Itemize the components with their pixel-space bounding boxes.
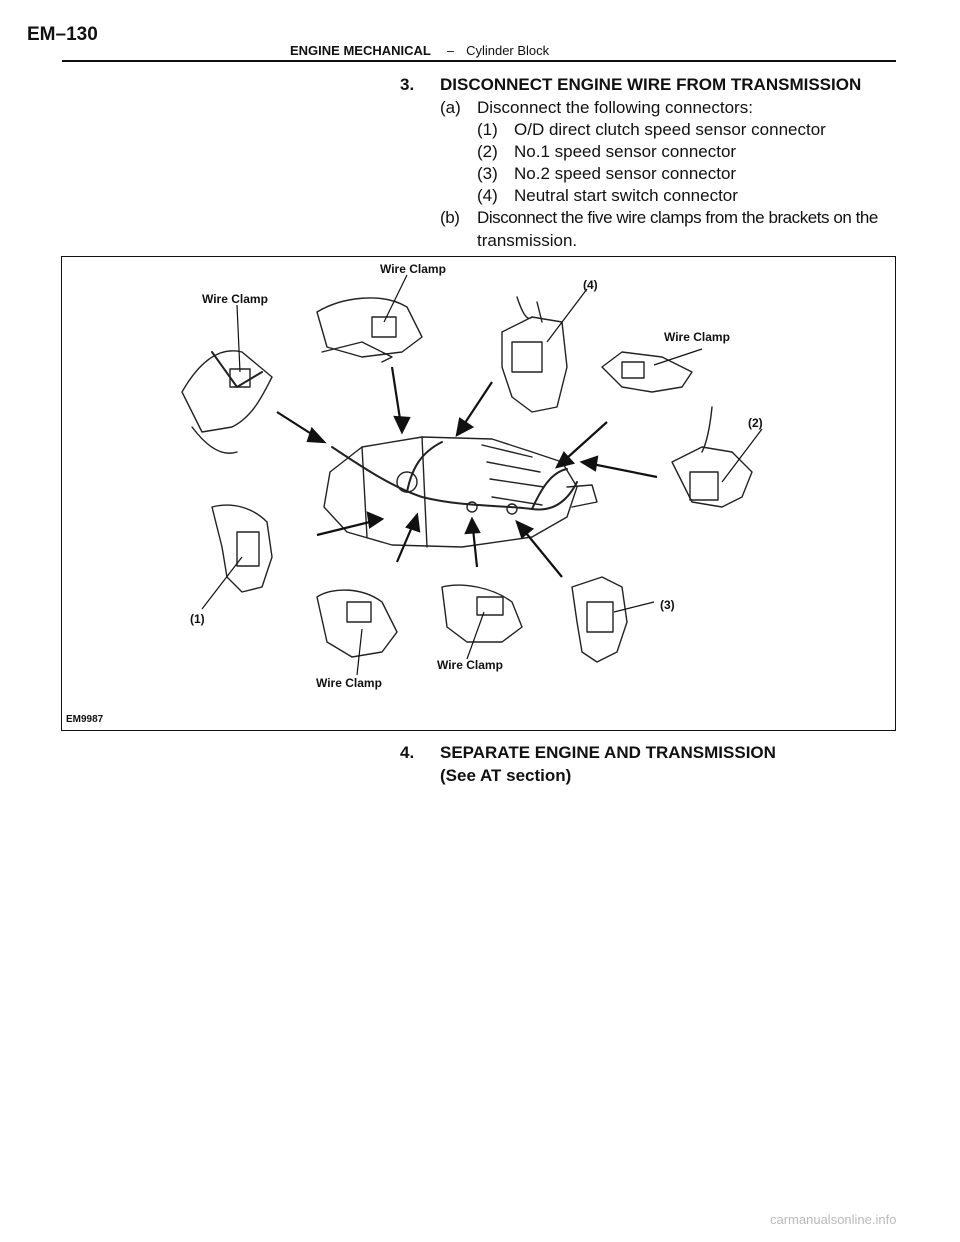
wire-clamp-label: Wire Clamp bbox=[202, 292, 268, 306]
header-separator: – bbox=[446, 43, 455, 58]
wire-clamp-label: Wire Clamp bbox=[664, 330, 730, 344]
step-3b-label: (b) bbox=[440, 208, 460, 227]
connector-4-label: (4) bbox=[583, 278, 598, 292]
step-3a: (a) Disconnect the following connectors: bbox=[440, 98, 753, 118]
list-item-label: (3) bbox=[477, 164, 498, 183]
step-4-heading: 4. SEPARATE ENGINE AND TRANSMISSION bbox=[400, 743, 776, 763]
figure-code: EM9987 bbox=[66, 714, 104, 725]
connector-3-label: (3) bbox=[660, 598, 675, 612]
wire-clamp-label: Wire Clamp bbox=[316, 676, 382, 690]
step-3-number: 3. bbox=[400, 75, 415, 94]
wiring-illustration: Wire Clamp Wire Clamp (4) Wire Clamp (2)… bbox=[61, 256, 896, 731]
header-subsection: Cylinder Block bbox=[466, 43, 550, 58]
step-4-number: 4. bbox=[400, 743, 415, 762]
connector-1-label: (1) bbox=[190, 612, 205, 626]
step-3-heading: 3. DISCONNECT ENGINE WIRE FROM TRANSMISSI… bbox=[400, 75, 861, 95]
list-item: (3) No.2 speed sensor connector bbox=[477, 164, 736, 184]
step-3b: (b) Disconnect the five wire clamps from … bbox=[440, 208, 878, 228]
header-section: ENGINE MECHANICAL bbox=[290, 43, 431, 58]
step-3b-continuation: transmission. bbox=[477, 231, 578, 250]
watermark: carmanualsonline.info bbox=[770, 1212, 897, 1227]
list-item-text: O/D direct clutch speed sensor connector bbox=[514, 120, 826, 139]
wire-clamp-label: Wire Clamp bbox=[437, 658, 503, 672]
list-item-text: No.1 speed sensor connector bbox=[514, 142, 737, 161]
list-item: (2) No.1 speed sensor connector bbox=[477, 142, 736, 162]
list-item-label: (4) bbox=[477, 186, 498, 205]
running-header: ENGINE MECHANICAL–Cylinder Block bbox=[290, 43, 549, 58]
list-item-label: (1) bbox=[477, 120, 498, 139]
list-item-text: Neutral start switch connector bbox=[514, 186, 738, 205]
list-item-label: (2) bbox=[477, 142, 498, 161]
wire-clamp-label: Wire Clamp bbox=[380, 262, 446, 276]
step-3-title: DISCONNECT ENGINE WIRE FROM TRANSMISSION bbox=[440, 75, 862, 94]
list-item-text: No.2 speed sensor connector bbox=[514, 164, 737, 183]
step-3a-label: (a) bbox=[440, 98, 461, 117]
header-rule bbox=[62, 60, 896, 62]
list-item: (1) O/D direct clutch speed sensor connec… bbox=[477, 120, 826, 140]
step-4-note: (See AT section) bbox=[440, 766, 572, 785]
connector-2-label: (2) bbox=[748, 416, 763, 430]
step-3b-text: Disconnect the five wire clamps from the… bbox=[477, 208, 878, 227]
list-item: (4) Neutral start switch connector bbox=[477, 186, 738, 206]
step-3a-text: Disconnect the following connectors: bbox=[477, 98, 753, 117]
illustration-drawing: Wire Clamp Wire Clamp (4) Wire Clamp (2)… bbox=[66, 262, 763, 725]
page-number: EM–130 bbox=[27, 24, 98, 45]
step-4-title: SEPARATE ENGINE AND TRANSMISSION bbox=[440, 743, 776, 762]
